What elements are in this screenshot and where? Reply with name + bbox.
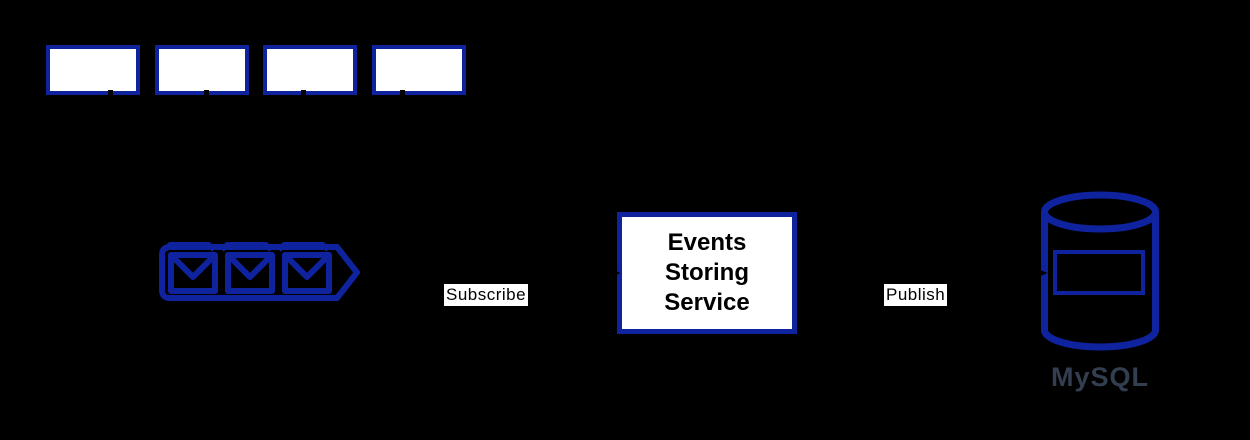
connector-stub [400,90,405,99]
publish-arrowhead [1029,264,1048,282]
placeholder-box-3 [263,45,357,95]
connector-stub [301,90,306,99]
cylinder-body [1041,212,1159,351]
connector-stub [108,90,113,99]
placeholder-box-2 [155,45,249,95]
envelope-icon [168,252,218,294]
message-queue-icon [159,242,360,301]
events-storing-service-node: Events Storing Service [617,212,797,334]
placeholder-box-1 [46,45,140,95]
envelope-icon [225,252,275,294]
cylinder-inner-rect [1053,250,1145,295]
subscribe-label: Subscribe [444,284,529,306]
placeholder-box-4 [372,45,466,95]
subscribe-arrowhead [602,264,621,282]
database-cylinder-icon [1041,191,1159,351]
mysql-label: MySQL [1050,362,1149,392]
publish-label: Publish [884,284,948,306]
cylinder-top [1041,191,1159,233]
connector-stub [204,90,209,99]
envelope-icon [282,252,332,294]
queue-top-marks [163,242,330,252]
